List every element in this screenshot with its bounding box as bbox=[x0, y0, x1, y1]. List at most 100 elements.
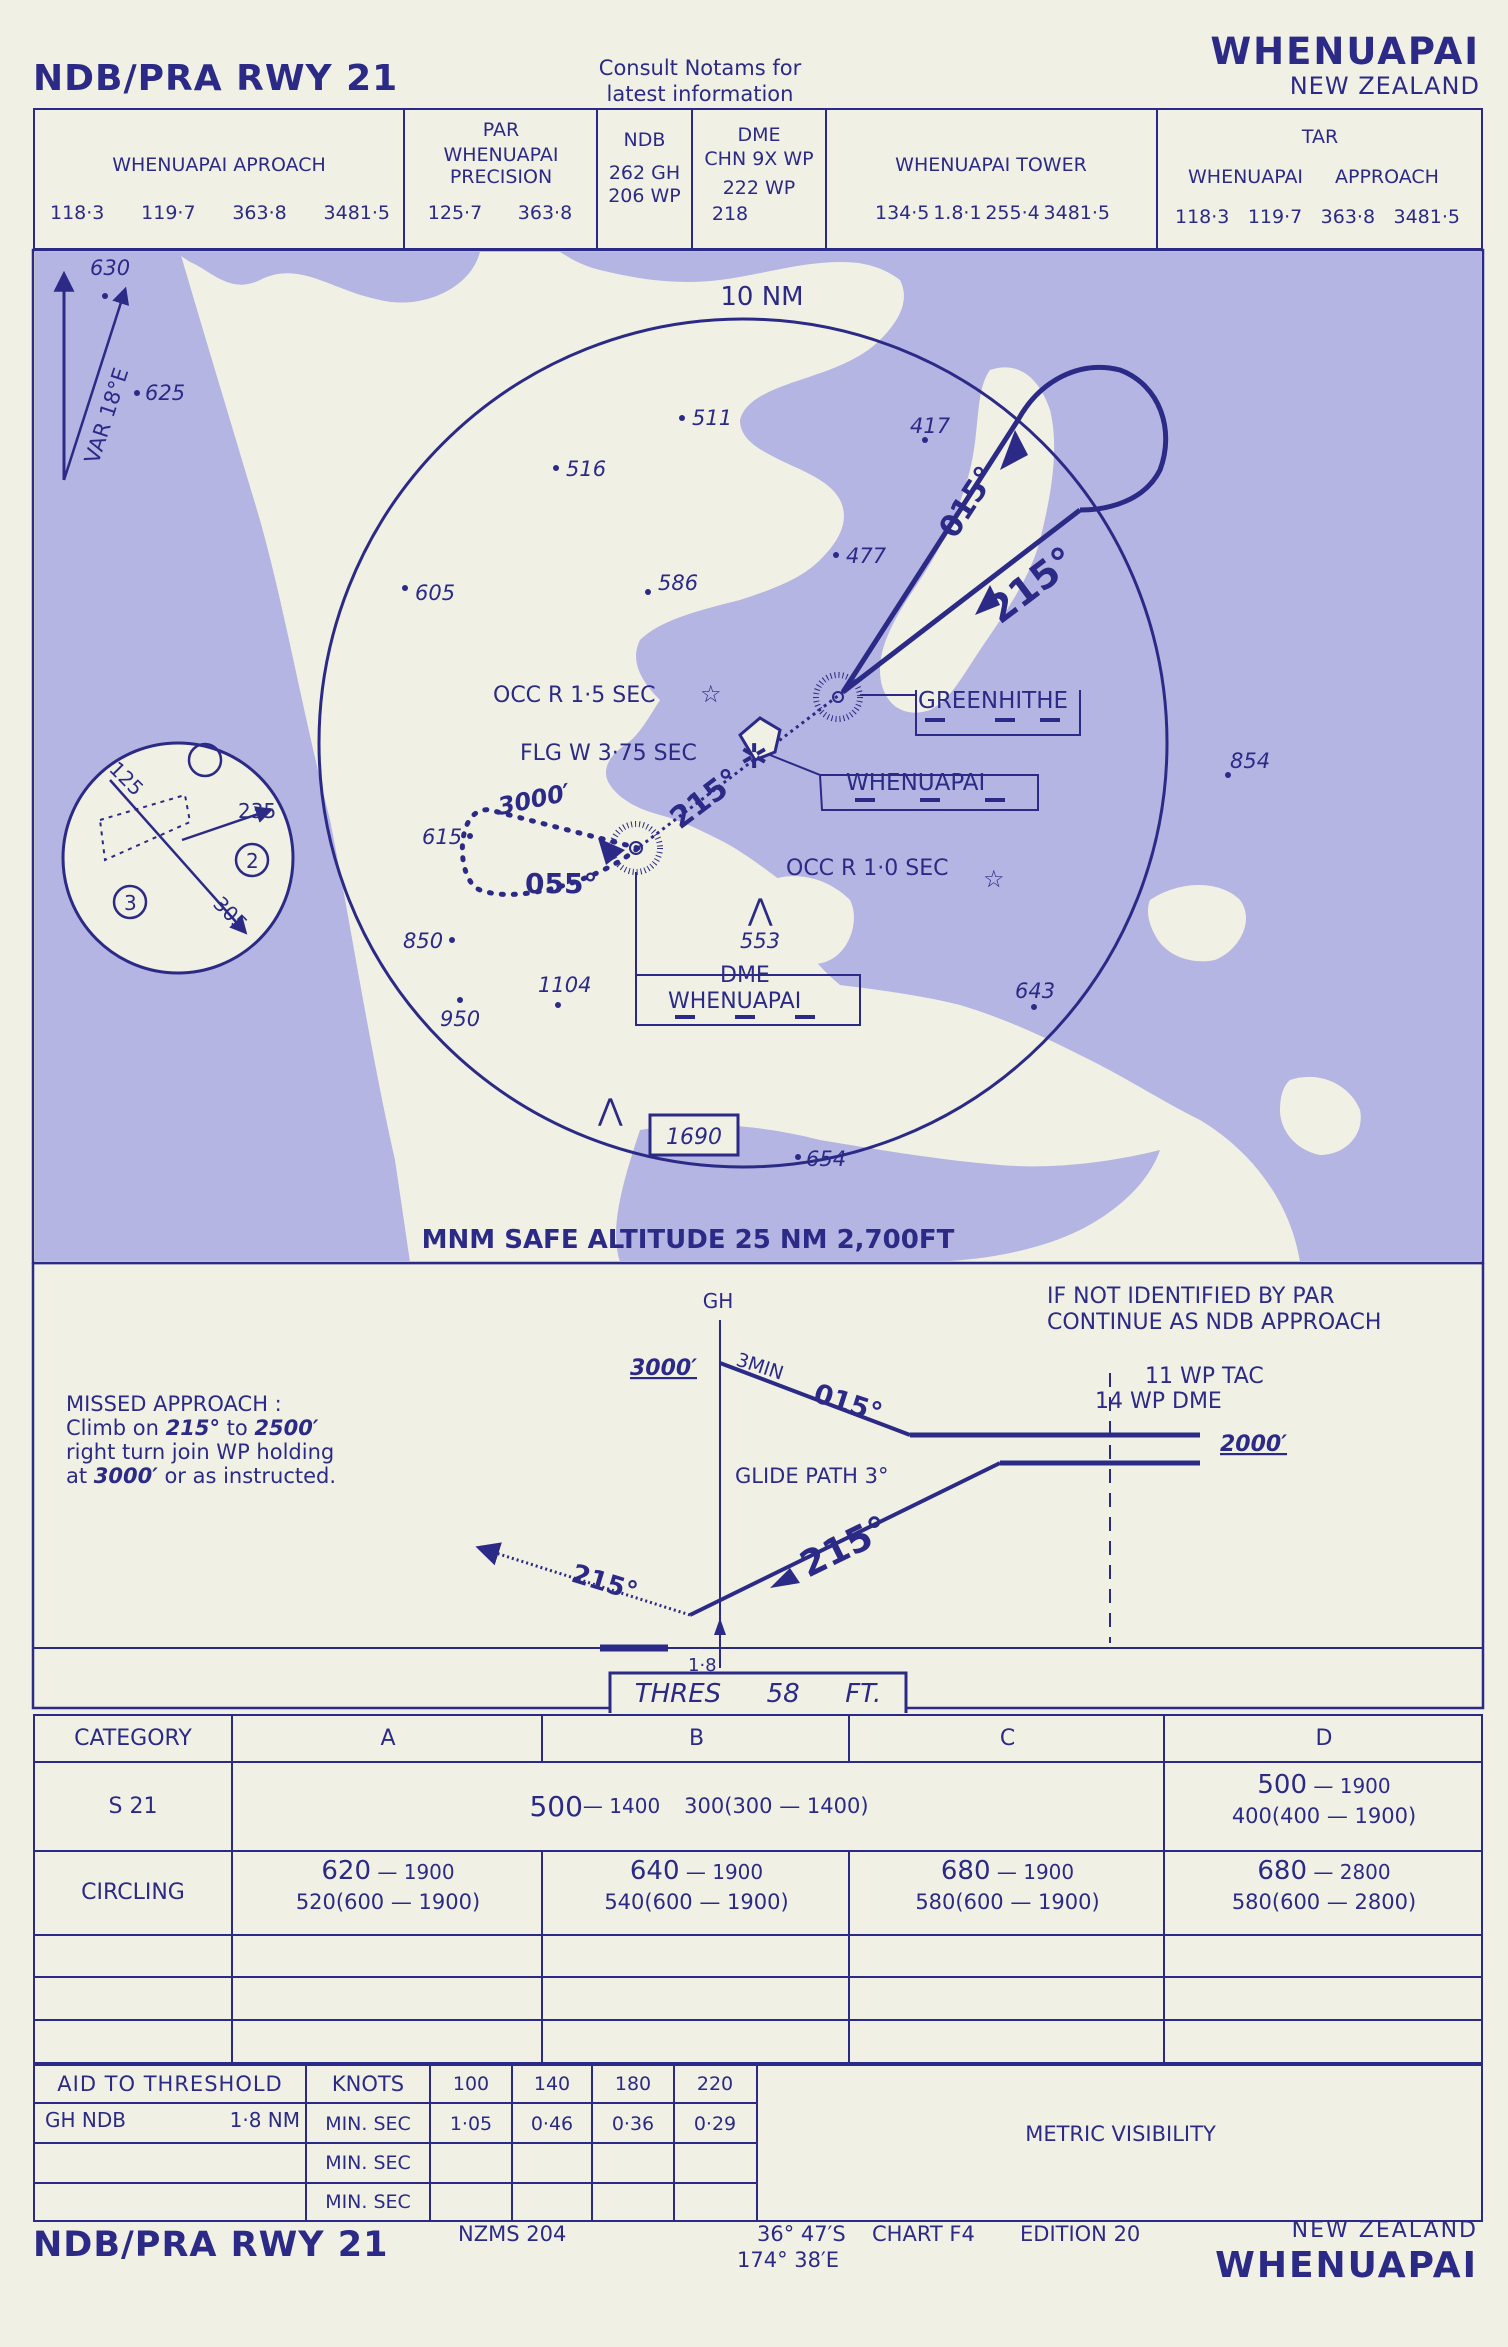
freq-value: 125·7 bbox=[427, 202, 483, 224]
speed-header: 140 bbox=[533, 2073, 571, 2095]
dme-fix-box: DME WHENUAPAI bbox=[635, 872, 861, 1026]
time-value: 0·46 bbox=[530, 2113, 574, 2135]
knots-header: KNOTS bbox=[331, 2072, 405, 2096]
country-name: NEW ZEALAND bbox=[1289, 72, 1480, 100]
beacon-star-icon: ✲ bbox=[740, 737, 769, 777]
speed-header: 100 bbox=[452, 2073, 490, 2095]
magnetic-north-arrow bbox=[62, 286, 130, 481]
spot-height: 586 bbox=[658, 571, 698, 595]
dme-line: 222 WP bbox=[722, 177, 796, 199]
ndb-gh-centre bbox=[832, 691, 844, 703]
minima-vis: — 1900 bbox=[1307, 1774, 1391, 1798]
time-value: 1·05 bbox=[449, 2113, 493, 2135]
minima-table bbox=[33, 1714, 1483, 2064]
spot-height: 511 bbox=[692, 406, 732, 430]
freq-value: 3481·5 bbox=[1393, 206, 1460, 228]
minima-vis: — 2800 bbox=[1307, 1860, 1391, 1884]
light-occ2-label: OCC R 1·0 SEC bbox=[786, 856, 949, 881]
spot-height: 605 bbox=[415, 581, 455, 605]
footer-lat: 36° 47′S bbox=[757, 2222, 846, 2246]
freq-value: 134·5 bbox=[875, 202, 930, 224]
notam-notice-line1: Consult Notams for bbox=[598, 56, 802, 80]
ring-label: 10 NM bbox=[720, 282, 803, 312]
profile-course-in: 215° bbox=[794, 1508, 896, 1586]
missed-course-label: 215° bbox=[568, 1559, 641, 1607]
ndb-wp-centre bbox=[629, 841, 643, 855]
spot-height: 950 bbox=[440, 1007, 480, 1031]
threshold-text: THRES bbox=[634, 1679, 722, 1709]
profile-course-out: 015° bbox=[810, 1378, 886, 1429]
straight-in-label: S 21 bbox=[108, 1793, 158, 1819]
greenhithe-label: GREENHITHE bbox=[918, 688, 1068, 714]
metric-visibility-label: METRIC VISIBILITY bbox=[1025, 2122, 1216, 2146]
procedure-title: NDB/PRA RWY 21 bbox=[33, 58, 399, 99]
footer-procedure: NDB/PRA RWY 21 bbox=[33, 2225, 389, 2265]
spot-height: 854 bbox=[1230, 749, 1270, 773]
min-sec-label: MIN. SEC bbox=[325, 2152, 411, 2174]
star-icon: ☆ bbox=[700, 680, 722, 708]
spot-height: 654 bbox=[806, 1147, 846, 1171]
msa-label: MNM SAFE ALTITUDE 25 NM 2,700FT bbox=[422, 1225, 955, 1255]
tar-sub-2: APPROACH bbox=[1335, 166, 1439, 188]
dme-label: 14 WP DME bbox=[1095, 1389, 1222, 1414]
whenuapai-fix-box: WHENUAPAI bbox=[769, 754, 1039, 811]
minima-main: 680 bbox=[1257, 1856, 1307, 1886]
par-title-1: PAR bbox=[482, 119, 520, 141]
timing-gridlines bbox=[33, 2064, 1483, 2222]
footer-airport: WHENUAPAI bbox=[1215, 2245, 1478, 2286]
profile-alt-3000: 3000′ bbox=[630, 1356, 697, 1381]
whenuapai-fix-label: WHENUAPAI bbox=[846, 770, 985, 796]
footer-lon: 174° 38′E bbox=[737, 2248, 840, 2272]
glide-path-label: GLIDE PATH 3° bbox=[735, 1464, 889, 1488]
dme-fix-label: DME bbox=[720, 963, 770, 988]
star-icon: ☆ bbox=[983, 865, 1005, 893]
msa-sector-diagram: 125 235 305 2 3 bbox=[61, 741, 295, 975]
freq-value: 363·8 bbox=[1320, 206, 1376, 228]
dme-fix-label-2: WHENUAPAI bbox=[668, 989, 801, 1014]
approach-title: WHENUAPAI APROACH bbox=[112, 154, 326, 176]
dme-title-1: DME bbox=[737, 124, 781, 146]
circling-label: CIRCLING bbox=[81, 1879, 185, 1905]
par-title-2: WHENUAPAI bbox=[443, 144, 559, 166]
tar-freqs: 118·3 119·7 363·8 3481·5 bbox=[1175, 206, 1460, 228]
obstacle-box bbox=[648, 1113, 740, 1157]
min-sec-label: MIN. SEC bbox=[325, 2191, 411, 2213]
aerodrome-symbol bbox=[738, 716, 782, 762]
holding-altitude-label: 3000′ bbox=[495, 778, 573, 821]
light-occ-label: OCC R 1·5 SEC bbox=[493, 683, 656, 708]
missed-approach-line bbox=[475, 1542, 691, 1617]
missed-line-3: at 3000′ or as instructed. bbox=[66, 1464, 336, 1488]
minima-alt: 580(600 — 1900) bbox=[915, 1890, 1100, 1914]
ndb-gh-symbol bbox=[813, 672, 863, 722]
threshold-unit: FT. bbox=[845, 1679, 882, 1709]
circling-cat-b: 640 — 1900 540(600 — 1900) bbox=[543, 1850, 850, 1934]
outbound-descent-line bbox=[719, 1361, 911, 1437]
profile-view: GH IF NOT IDENTIFIED BY PAR CONTINUE AS … bbox=[31, 1263, 1485, 1713]
minima-vis: — 1900 bbox=[371, 1860, 455, 1884]
notam-notice-line2: latest information bbox=[606, 82, 794, 106]
spot-height: 615 bbox=[422, 825, 462, 849]
minima-alt: 580(600 — 2800) bbox=[1231, 1890, 1417, 1914]
ndb-title: NDB bbox=[623, 129, 666, 151]
spot-height: 417 bbox=[910, 414, 951, 438]
msa-sector-label: 2 bbox=[246, 849, 259, 873]
minima-alt: 300(300 — 1400) bbox=[684, 1794, 869, 1818]
freq-value: 118·3 bbox=[1175, 206, 1230, 228]
freq-value: 118·3 bbox=[50, 202, 105, 224]
minima-alt: 400(400 — 1900) bbox=[1231, 1804, 1417, 1828]
missed-line-2: right turn join WP holding bbox=[66, 1440, 334, 1464]
category-d-header: D bbox=[1315, 1725, 1333, 1751]
minima-main: 620 bbox=[321, 1856, 371, 1886]
minima-alt: 520(600 — 1900) bbox=[295, 1890, 481, 1914]
par-freqs: 125·7 363·8 bbox=[410, 202, 590, 224]
spot-height: 516 bbox=[566, 457, 606, 481]
par-title-3: PRECISION bbox=[449, 166, 553, 188]
ten-nm-ring bbox=[317, 317, 1169, 1169]
spot-height: 643 bbox=[1015, 979, 1055, 1003]
spot-height: 850 bbox=[403, 929, 443, 953]
minima-vis: — 1400 bbox=[582, 1794, 661, 1818]
approach-freqs: 118·3 119·7 363·8 3481·5 bbox=[50, 202, 390, 224]
tar-title: TAR bbox=[1301, 126, 1339, 148]
circling-cat-c: 680 — 1900 580(600 — 1900) bbox=[850, 1850, 1165, 1934]
profile-alt-2000: 2000′ bbox=[1220, 1432, 1287, 1457]
